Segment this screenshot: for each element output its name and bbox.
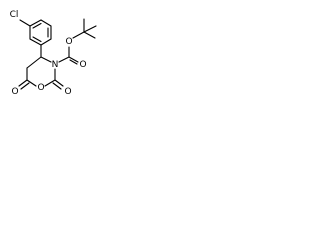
c2-carbonyl-bond-a [54,79,64,87]
c2-o1-bond [44,79,56,87]
o1-c6-bond [26,79,37,87]
ester-tbu-bond [72,31,85,39]
ring-bond-5 [29,38,42,46]
atom-label-o-ring: O [37,83,44,93]
ring-bond-2 [40,19,52,27]
c6-carbonyl-bond-a [18,79,28,87]
bonds [18,18,97,90]
ring-double-bond-3 [32,36,42,43]
atom-label-o-ester: O [65,37,72,47]
atom-labels: Cl N O O O O O [10,10,87,97]
c4-n-bond [40,56,52,63]
ring-bond-4 [40,38,52,46]
cl-bond [19,19,31,27]
atom-label-n: N [52,60,59,70]
n-boc-bond [58,56,70,63]
atom-label-o-dione-right: O [64,87,71,97]
atom-label-o-dione-left: O [11,87,18,97]
c5-c4-bond [26,56,42,69]
ring-double-bond-1 [32,22,42,29]
atom-label-cl: Cl [10,10,19,20]
boc-carbonyl-bond-b [69,59,78,65]
ring-bond-1 [29,19,42,27]
boc-carbonyl-bond-a [68,56,79,63]
tbu-methyl-bond-3 [83,25,97,33]
atom-label-o-boc-carbonyl: O [79,60,86,70]
chemical-structure-diagram: Cl N O O O O O [10,10,97,97]
c2-carbonyl-bond-b [52,82,62,90]
tbu-methyl-bond-2 [83,31,96,39]
c6-carbonyl-bond-b [20,82,30,90]
